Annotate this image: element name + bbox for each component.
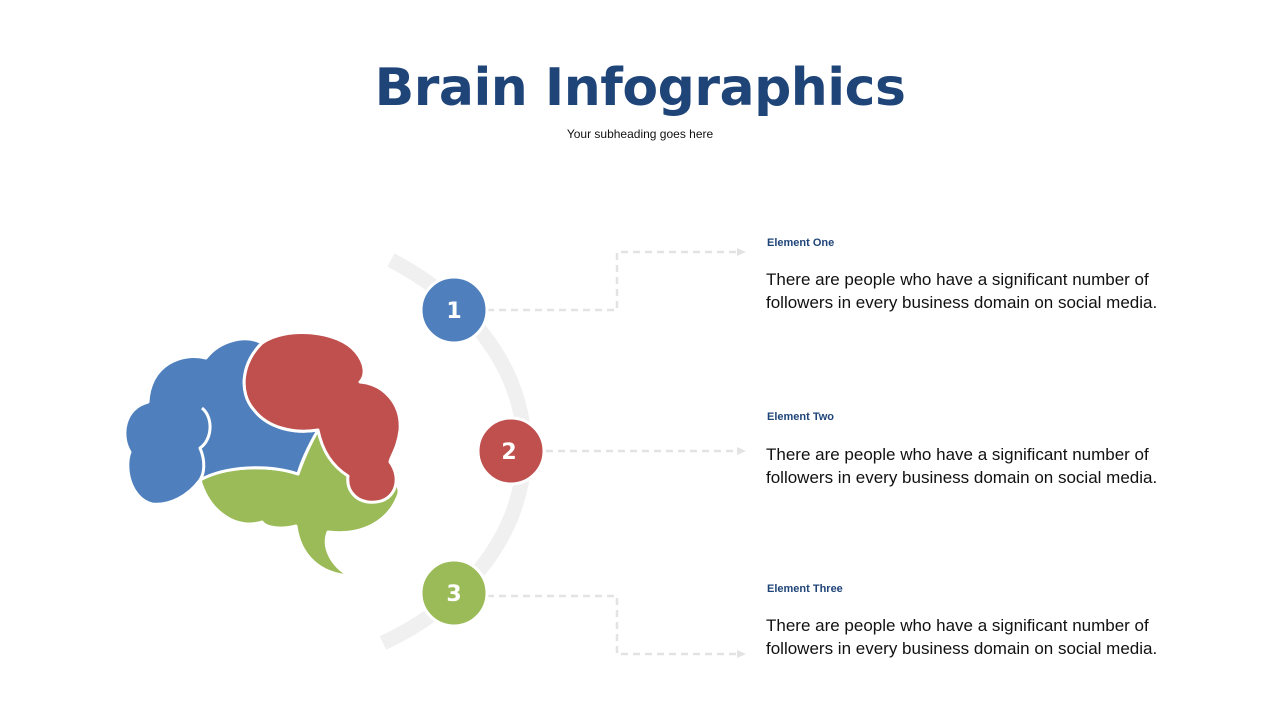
element-two-description: There are people who have a significant … [766,445,1158,487]
node-3: 3 [419,558,489,628]
brain-lobe-blue [123,337,320,506]
connectors [487,250,738,656]
element-one-description: There are people who have a significant … [766,270,1158,312]
page-subtitle: Your subheading goes here [566,127,714,141]
element-two-title: Element Two [767,411,835,423]
brain-lobe-blue-inner [198,406,212,481]
element-one-title: Element One [767,237,835,249]
arrow-2 [737,447,746,455]
arrow-3 [737,650,746,658]
node-1-number: 1 [446,299,461,324]
brain-lobe-red [242,331,402,504]
node-2-circle [476,416,546,486]
node-1: 1 [419,275,489,345]
brain-icon [123,331,402,578]
node-1-circle [419,275,489,345]
connector-3 [487,594,738,656]
node-3-number: 3 [446,582,461,607]
node-3-circle [419,558,489,628]
connector-1 [487,250,738,312]
connector-arrows [737,248,746,658]
element-three-title: Element Three [767,583,843,595]
node-2-number: 2 [501,440,516,465]
element-three-description: There are people who have a significant … [766,616,1158,658]
arrow-1 [737,248,746,256]
page-title: Brain Infographics [374,58,906,118]
node-2: 2 [476,416,546,486]
